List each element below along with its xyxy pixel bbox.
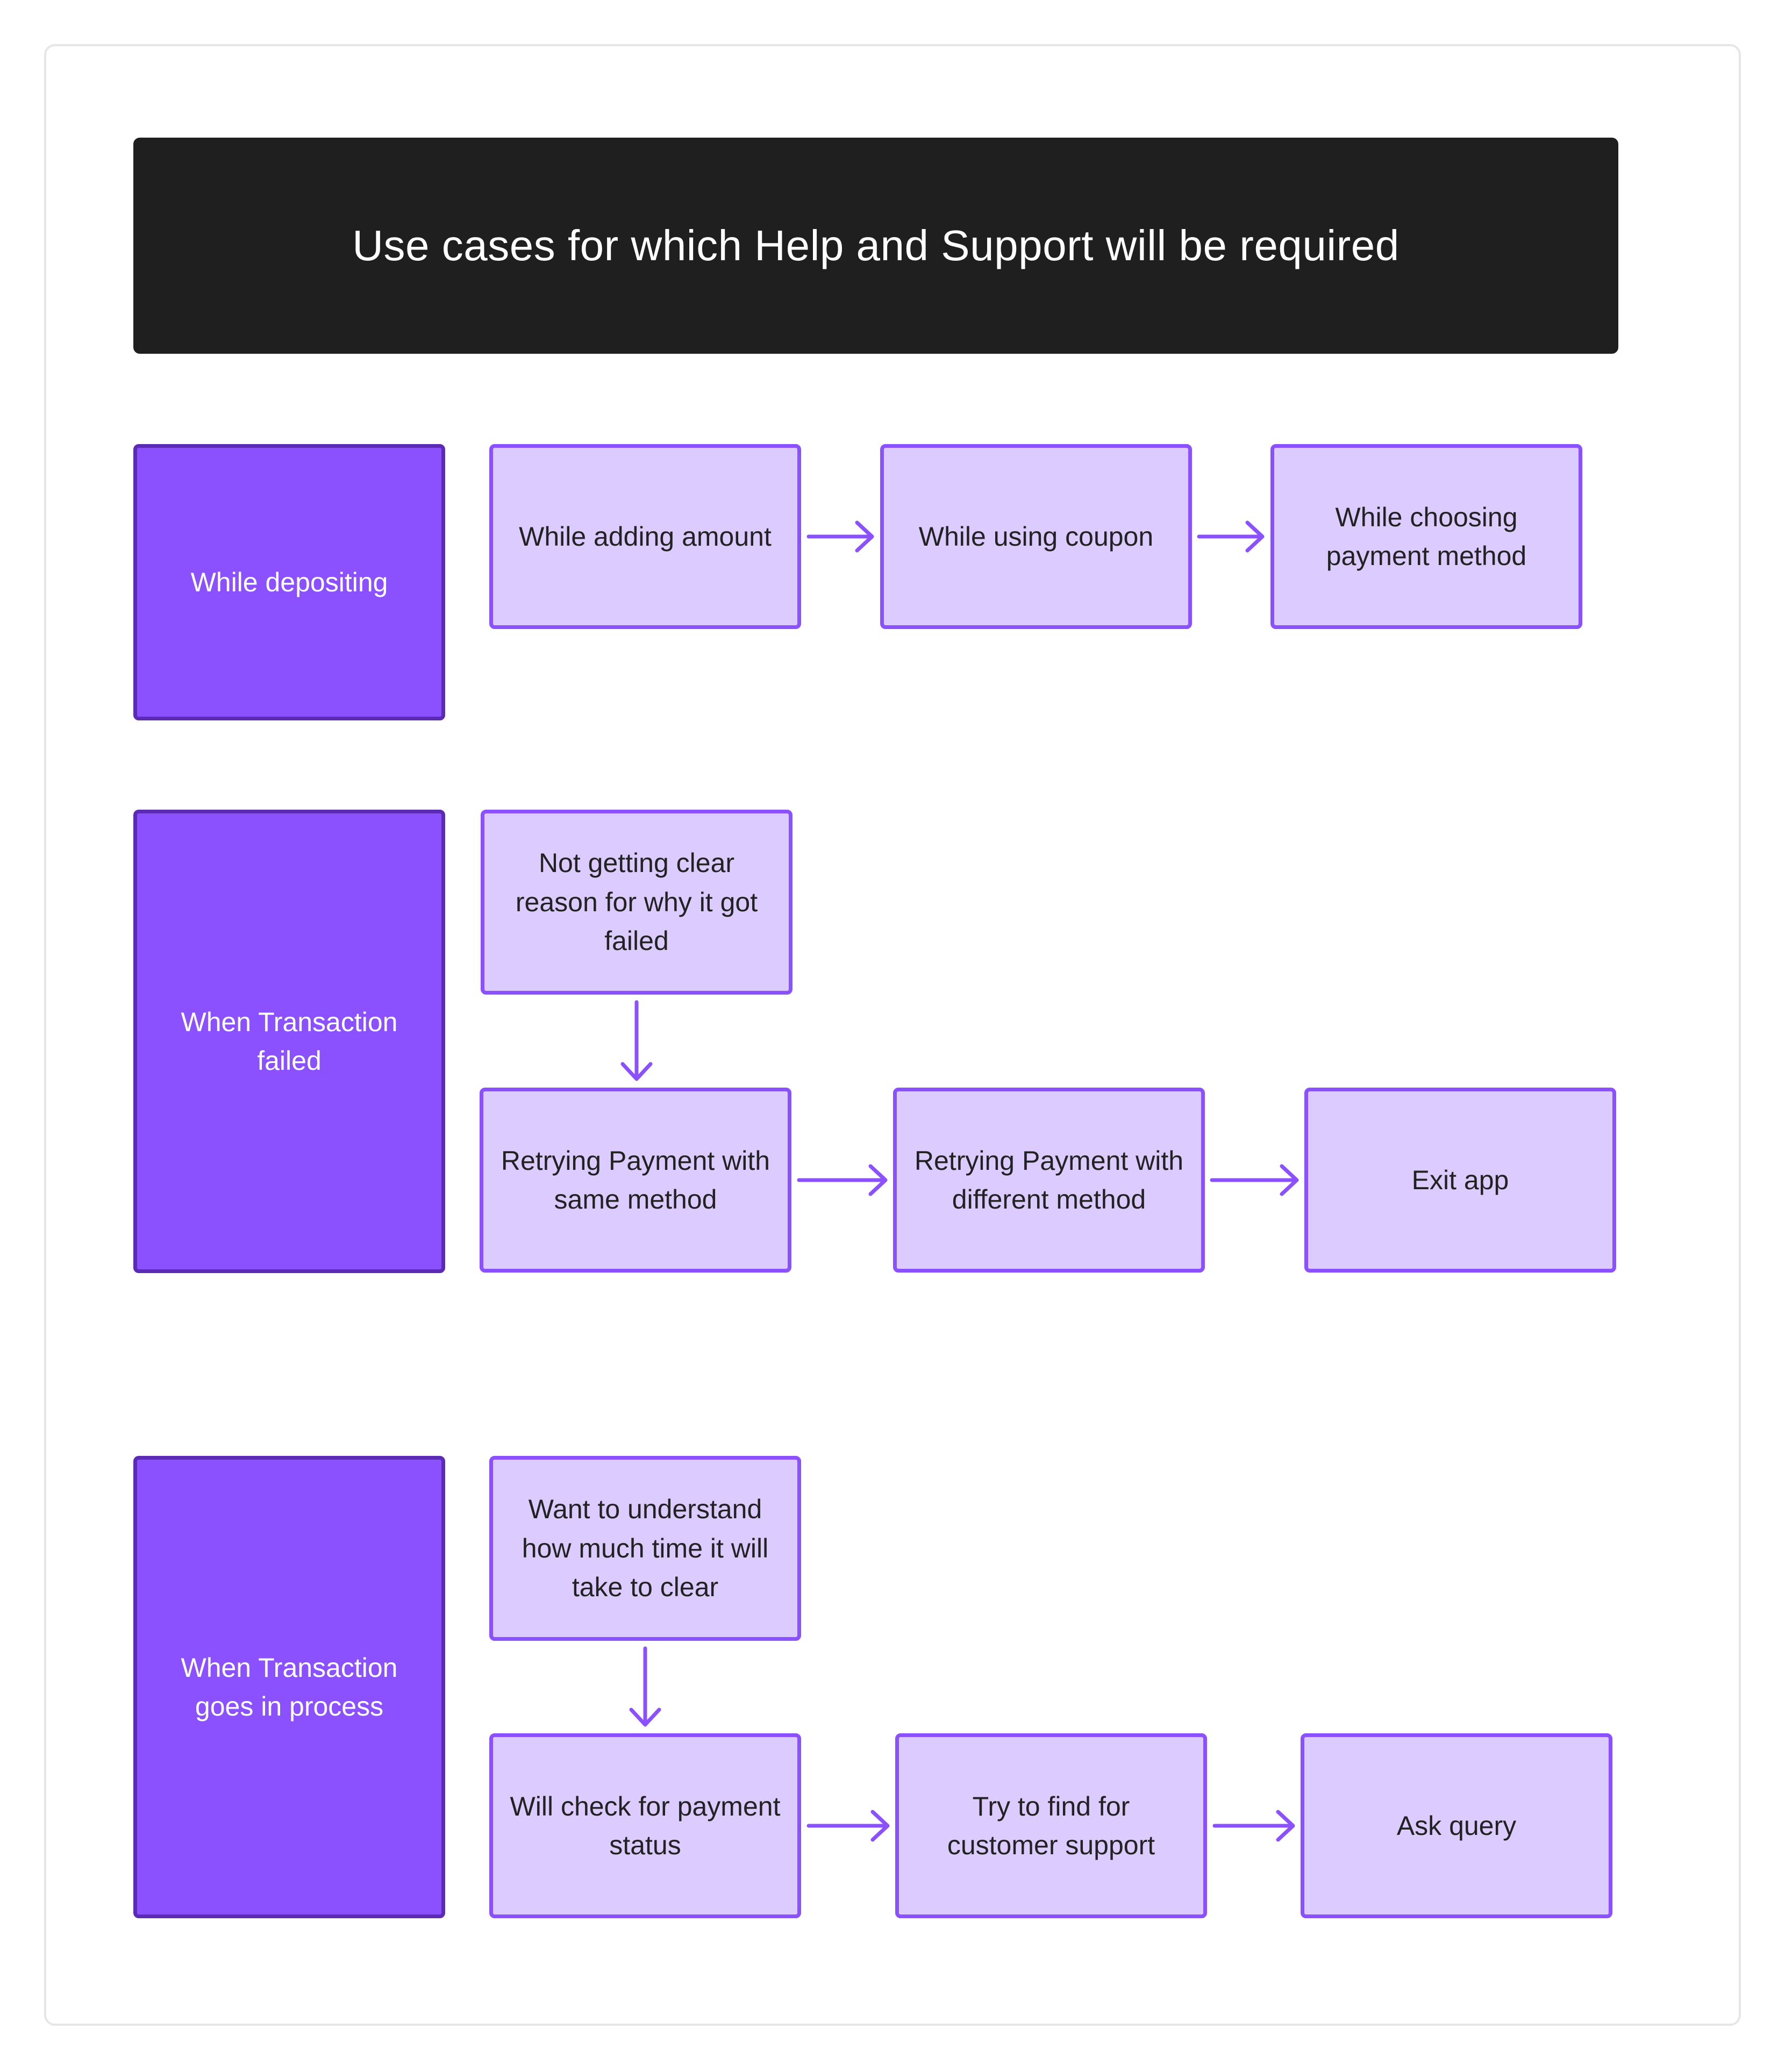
diagram-title: Use cases for which Help and Support wil…: [133, 138, 1618, 354]
category-label: While depositing: [190, 567, 388, 597]
step-exit-app: Exit app: [1304, 1088, 1616, 1273]
step-find-customer-support: Try to find for customer support: [895, 1733, 1207, 1918]
step-ask-query: Ask query: [1301, 1733, 1612, 1918]
step-label: Exit app: [1411, 1164, 1509, 1195]
step-check-payment-status: Will check for payment status: [489, 1733, 801, 1918]
step-retry-different-method: Retrying Payment with different method: [893, 1088, 1205, 1273]
step-label: While adding amount: [519, 521, 772, 552]
step-label: Want to understand how much time it will…: [522, 1494, 769, 1603]
step-unclear-failure-reason: Not getting clear reason for why it got …: [481, 810, 792, 995]
step-retry-same-method: Retrying Payment with same method: [480, 1088, 791, 1273]
step-label: Will check for payment status: [510, 1791, 781, 1861]
category-transaction-failed: When Transaction failed: [133, 810, 445, 1273]
step-label: Retrying Payment with same method: [501, 1145, 770, 1215]
step-label: Ask query: [1396, 1810, 1517, 1841]
step-label: Not getting clear reason for why it got …: [515, 848, 758, 956]
step-label: Try to find for customer support: [947, 1791, 1155, 1861]
step-label: Retrying Payment with different method: [914, 1145, 1184, 1215]
step-label: While choosing payment method: [1326, 502, 1527, 571]
category-transaction-in-process: When Transaction goes in process: [133, 1456, 445, 1918]
step-adding-amount: While adding amount: [489, 444, 801, 629]
category-label: When Transaction goes in process: [181, 1652, 398, 1722]
step-using-coupon: While using coupon: [880, 444, 1192, 629]
category-label: When Transaction failed: [181, 1006, 398, 1076]
step-choosing-payment-method: While choosing payment method: [1270, 444, 1582, 629]
category-while-depositing: While depositing: [133, 444, 445, 720]
step-label: While using coupon: [918, 521, 1154, 552]
diagram-title-text: Use cases for which Help and Support wil…: [352, 222, 1400, 269]
step-understand-clear-time: Want to understand how much time it will…: [489, 1456, 801, 1641]
